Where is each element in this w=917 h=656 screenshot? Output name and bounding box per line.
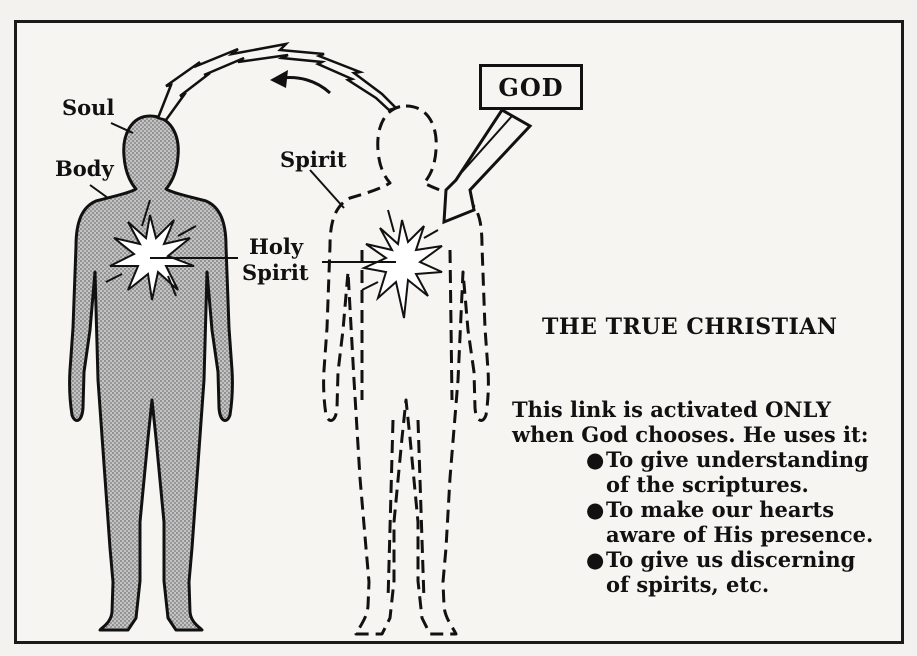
bullet-icon: ● [586,447,604,472]
description: This link is activated ONLY when God cho… [512,397,868,447]
spirit-label: Spirit [280,149,347,170]
list-item-line: To give us discerning [606,547,873,572]
holy-spirit-label-line2: Spirit [242,262,309,283]
god-label: GOD [498,73,563,102]
soul-label: Soul [62,97,114,118]
list-item: ● To give understanding of the scripture… [586,447,873,497]
diagram-title: THE TRUE CHRISTIAN [542,314,837,340]
list-item: ● To give us discerning of spirits, etc. [586,547,873,597]
list-item-line: aware of His presence. [606,522,873,547]
bullet-icon: ● [586,497,604,522]
direction-arrow-icon [270,70,330,93]
body-label: Body [55,158,114,179]
list-item-line: To make our hearts [606,497,873,522]
list-item-line: of spirits, etc. [606,572,873,597]
holy-spirit-label-line1: Holy [249,236,303,257]
uses-list: ● To give understanding of the scripture… [586,447,873,597]
bullet-icon: ● [586,547,604,572]
god-box: GOD [479,64,583,110]
human-body-figure [70,116,233,630]
list-item-line: of the scriptures. [606,472,873,497]
description-line: This link is activated ONLY [512,397,868,422]
list-item-line: To give understanding [606,447,873,472]
list-item: ● To make our hearts aware of His presen… [586,497,873,547]
description-line: when God chooses. He uses it: [512,422,868,447]
god-arrow-icon [444,110,530,222]
